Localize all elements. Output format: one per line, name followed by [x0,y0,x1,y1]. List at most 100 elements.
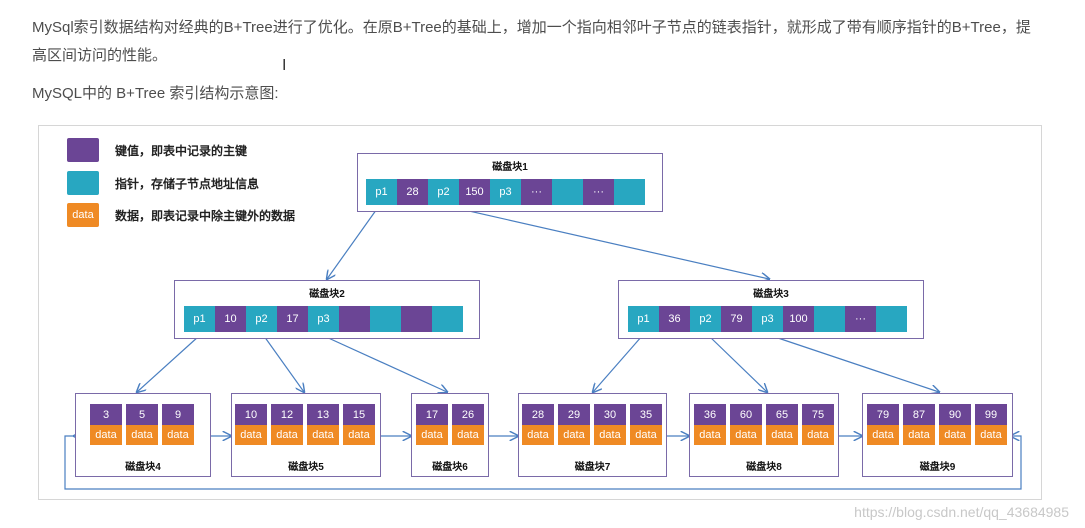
data-cell: data [594,425,626,445]
key-cell: 5 [126,404,158,425]
leaf-entry: 87 data [903,404,935,445]
data-cell: data [975,425,1007,445]
leaf-entry: 28 data [522,404,554,445]
key-cell: ··· [521,179,552,205]
key-cell: 87 [903,404,935,425]
leaf-block-6: 17 data 26 data 磁盘块6 [411,393,489,477]
leaf-entry: 17 data [416,404,448,445]
key-cell: 36 [694,404,726,425]
pointer-arrow [323,335,447,392]
data-cell: data [416,425,448,445]
key-cell: ··· [583,179,614,205]
key-cell: 17 [416,404,448,425]
key-cell: 35 [630,404,662,425]
internal-cells: p1 10 p2 17 p3 [184,306,463,332]
key-cell: 150 [459,179,490,205]
pointer-swatch [67,171,99,195]
block-title: 磁盘块4 [125,462,161,473]
key-cell [401,306,432,332]
root-cells: p1 28 p2 150 p3 ··· ··· [366,179,645,205]
legend-data: data 数据，即表记录中除主键外的数据 [67,203,295,227]
leaf-entry: 36 data [694,404,726,445]
key-cell: 26 [452,404,484,425]
pointer-arrow [446,205,769,279]
leaf-entry: 75 data [802,404,834,445]
data-cell: data [766,425,798,445]
data-cell: data [558,425,590,445]
pointer-cell [876,306,907,332]
leaf-entry: 10 data [235,404,267,445]
data-cell: data [630,425,662,445]
leaf-entry: 15 data [343,404,375,445]
data-cell: data [343,425,375,445]
internal-cells: p1 36 p2 79 p3 100 ··· [628,306,907,332]
pointer-cell: p2 [690,306,721,332]
data-cell: data [452,425,484,445]
key-cell: 79 [721,306,752,332]
leaf-entry: 99 data [975,404,1007,445]
key-cell: 9 [162,404,194,425]
block-title: 磁盘块7 [574,462,611,473]
intro-paragraph: MySql索引数据结构对经典的B+Tree进行了优化。在原B+Tree的基础上，… [32,19,1031,64]
leaf-block-5: 10 data 12 data 13 data 15 data 磁盘块5 [231,393,381,477]
data-cell: data [162,425,194,445]
pointer-arrow [771,335,939,392]
key-cell: 79 [867,404,899,425]
text-cursor-icon: I [282,57,287,74]
block-title: 磁盘块5 [288,462,324,473]
pointer-cell [614,179,645,205]
pointer-cell: p2 [246,306,277,332]
pointer-cell: p1 [184,306,215,332]
pointer-cell: p3 [752,306,783,332]
key-cell: 60 [730,404,762,425]
pointer-cell: p2 [428,179,459,205]
key-cell: 36 [659,306,690,332]
key-cell: 12 [271,404,303,425]
key-cell: 99 [975,404,1007,425]
leaf-loop-link [64,436,1022,490]
block-title: 磁盘块6 [432,462,468,473]
key-cell: ··· [845,306,876,332]
leaf-entry: 65 data [766,404,798,445]
leaf-block-7: 28 data 29 data 30 data 35 data 磁盘块7 [518,393,667,477]
key-cell: 65 [766,404,798,425]
key-cell: 10 [235,404,267,425]
leaf-entry: 9 data [162,404,194,445]
internal-block-2: 磁盘块2 p1 10 p2 17 p3 [174,280,480,339]
pointer-arrow [327,205,380,279]
key-cell: 13 [307,404,339,425]
pointer-arrow [708,335,767,392]
key-cell: 10 [215,306,246,332]
pointer-arrow [137,335,200,392]
pointer-cell [814,306,845,332]
leaf-entry: 30 data [594,404,626,445]
leaf-entry: 29 data [558,404,590,445]
leaf-entry: 12 data [271,404,303,445]
data-cell: data [802,425,834,445]
leaf-entry: 60 data [730,404,762,445]
leaf-entry: 35 data [630,404,662,445]
internal-block-3: 磁盘块3 p1 36 p2 79 p3 100 ··· [618,280,924,339]
legend-pointer-text: 指针，存储子节点地址信息 [115,176,260,191]
figure-caption: MySQL中的 B+Tree 索引结构示意图: [32,85,279,102]
block-title: 磁盘块1 [492,162,528,173]
pointer-cell: p1 [628,306,659,332]
data-cell: data [694,425,726,445]
key-cell: 100 [783,306,814,332]
pointer-cell: p1 [366,179,397,205]
key-cell: 15 [343,404,375,425]
pointer-arrow [593,335,643,392]
leaf-entry: 26 data [452,404,484,445]
block-title: 磁盘块3 [753,289,789,300]
pointer-cell [370,306,401,332]
legend-data-text: 数据，即表记录中除主键外的数据 [115,208,296,223]
leaf-entry: 13 data [307,404,339,445]
key-cell: 75 [802,404,834,425]
key-cell [339,306,370,332]
leaf-block-8: 36 data 60 data 65 data 75 data 磁盘块8 [689,393,839,477]
pointer-cell: p3 [308,306,339,332]
key-swatch [67,138,99,162]
pointer-arrow [263,335,304,392]
data-cell: data [522,425,554,445]
connector-layer [64,205,1022,490]
